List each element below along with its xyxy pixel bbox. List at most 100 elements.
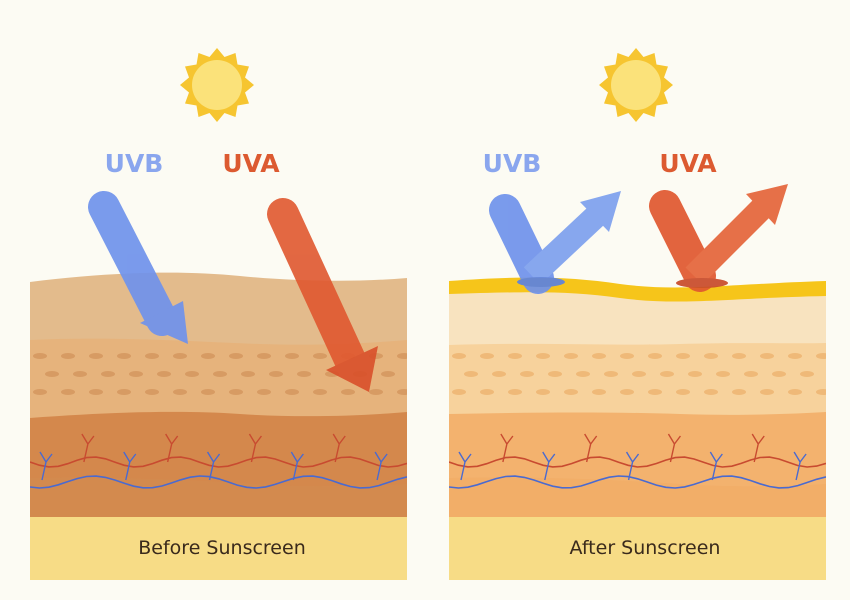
dermis-dot <box>648 353 662 359</box>
dermis-dot <box>185 371 199 377</box>
dermis-dot <box>508 389 522 395</box>
dermis-dot <box>61 353 75 359</box>
dermis-dot <box>157 371 171 377</box>
dermis-dot <box>173 389 187 395</box>
uvb-label-after: UVB <box>483 149 542 178</box>
vessel-branch <box>793 451 807 481</box>
blood-vessels <box>449 433 826 489</box>
dermis-dot <box>313 353 327 359</box>
dermis-dot <box>704 353 718 359</box>
dermis-dot <box>592 353 606 359</box>
dermis-dot <box>201 389 215 395</box>
caption-band-after <box>449 517 826 580</box>
vessel-branch <box>332 433 346 463</box>
dermis-dot <box>229 389 243 395</box>
dermis-dot <box>145 389 159 395</box>
uvb-arrow-after <box>489 191 621 294</box>
dermis-dot <box>313 389 327 395</box>
vessel-branch <box>290 451 304 481</box>
dermis-dot <box>520 371 534 377</box>
vein <box>30 475 407 489</box>
uvb-label-before: UVB <box>105 149 164 178</box>
dermis-dot <box>369 389 383 395</box>
artery <box>449 456 826 468</box>
dermis-dots <box>452 353 826 395</box>
dermis-dot <box>620 389 634 395</box>
dermis-dot <box>480 353 494 359</box>
dermis-dot <box>381 371 395 377</box>
dermis-dot <box>269 371 283 377</box>
vessel-branch <box>667 433 682 463</box>
vessel-branch <box>584 433 598 463</box>
dermis-dot <box>89 353 103 359</box>
dermis-dot <box>61 389 75 395</box>
dermis-dot <box>648 389 662 395</box>
dermis-dot <box>632 371 646 377</box>
dermis-dot <box>257 353 271 359</box>
dermis-dot <box>564 389 578 395</box>
vessel-branch <box>458 451 472 481</box>
vessel-branch <box>542 451 556 481</box>
dermis-dot <box>229 353 243 359</box>
dermis-dot <box>45 371 59 377</box>
dermis-dot <box>397 353 407 359</box>
dermis-dot <box>716 371 730 377</box>
vessel-branch <box>123 451 137 481</box>
dermis-dot <box>800 371 814 377</box>
dermis-dot <box>73 371 87 377</box>
vessel-branch <box>206 451 221 481</box>
dermis-dot <box>397 389 407 395</box>
dermis-dot <box>33 389 47 395</box>
dermis-dot <box>492 371 506 377</box>
vessel-branch <box>500 433 514 463</box>
sun-icon <box>180 48 254 122</box>
dermis-dot <box>688 371 702 377</box>
blood-vessels <box>30 433 407 489</box>
panel-before: Before Sunscreen UVB UVA <box>30 48 407 580</box>
dermis-dot <box>117 353 131 359</box>
dermis-dot <box>816 353 826 359</box>
uva-arrow-after <box>649 184 788 292</box>
dermis-dot <box>772 371 786 377</box>
dermis-dot <box>145 353 159 359</box>
vessel-branch <box>625 451 640 481</box>
vessel-branch <box>39 451 53 481</box>
vessel-branch <box>248 433 263 463</box>
dermis-dot <box>732 389 746 395</box>
dermis-dot <box>592 389 606 395</box>
dermis-dot <box>660 371 674 377</box>
vessel-branch <box>81 433 95 463</box>
dermis-dot <box>173 353 187 359</box>
dermis-dot <box>33 353 47 359</box>
dermis-dot <box>604 371 618 377</box>
dermis-dot <box>129 371 143 377</box>
dermis-dot <box>452 353 466 359</box>
dermis-dot <box>285 389 299 395</box>
dermis-dot <box>464 371 478 377</box>
dermis-dot <box>760 389 774 395</box>
dermis-dot <box>760 353 774 359</box>
dermis-dot <box>788 389 802 395</box>
vessel-branch <box>709 451 723 481</box>
dermis-dot <box>101 371 115 377</box>
dermis-dot <box>536 353 550 359</box>
caption-band-before <box>30 517 407 580</box>
dermis-dot <box>620 353 634 359</box>
dermis-dot <box>297 371 311 377</box>
panel-caption-before: Before Sunscreen <box>138 537 305 559</box>
panel-caption-after: After Sunscreen <box>570 537 721 559</box>
dermis-dot <box>548 371 562 377</box>
dermis-dot <box>452 389 466 395</box>
dermis-dot <box>676 389 690 395</box>
dermis-dot <box>704 389 718 395</box>
dermis-dot <box>117 389 131 395</box>
dermis-dot <box>564 353 578 359</box>
dermis-dot <box>480 389 494 395</box>
dermis-dot <box>241 371 255 377</box>
uva-label-before: UVA <box>222 149 280 178</box>
panel-after: After Sunscreen UVB UVA <box>449 48 826 580</box>
dermis-dot <box>341 389 355 395</box>
dermis-dot <box>508 353 522 359</box>
dermis-dot <box>732 353 746 359</box>
